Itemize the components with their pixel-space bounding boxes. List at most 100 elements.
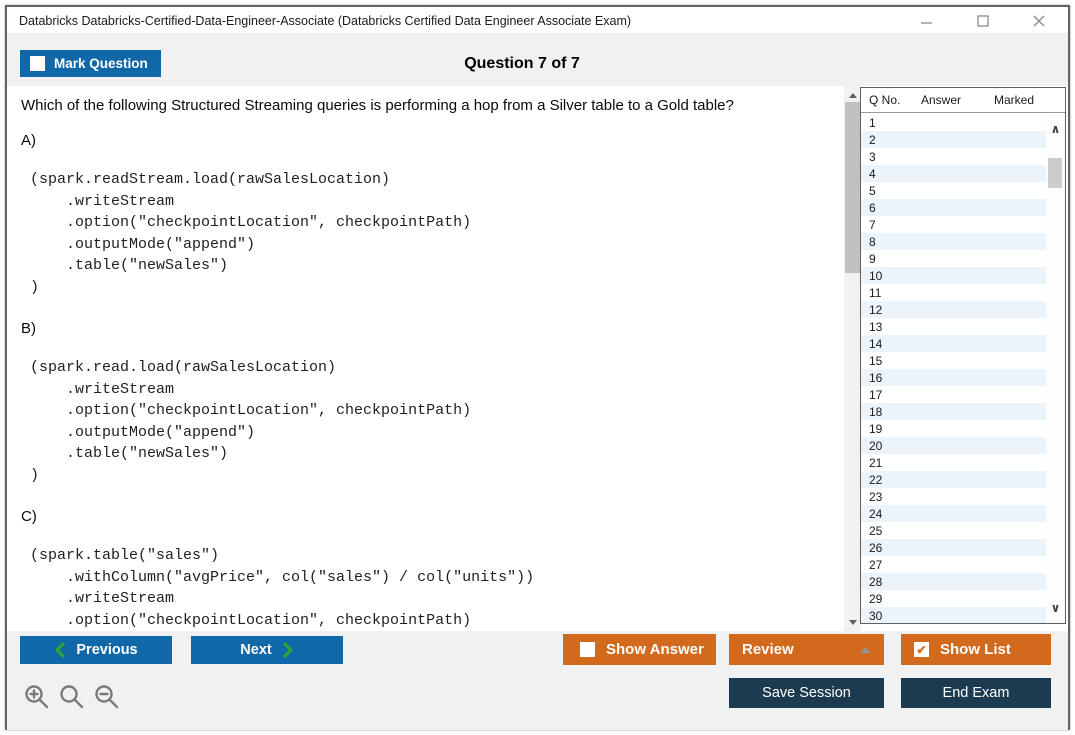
show-list-checkbox-icon [914,642,929,657]
review-dropdown-button[interactable]: Review [729,634,884,665]
end-exam-label: End Exam [942,685,1010,701]
show-list-label: Show List [940,641,1011,658]
question-list-row[interactable]: 24 [861,505,1047,522]
zoom-out-icon[interactable] [93,683,121,711]
row-q-cell: 9 [869,251,876,266]
question-list-row[interactable]: 15 [861,352,1047,369]
content-scrollbar-thumb[interactable] [845,102,860,273]
row-q-cell: 7 [869,217,876,232]
show-answer-button[interactable]: Show Answer [563,634,716,665]
row-q-cell: 3 [869,149,876,164]
question-list-row[interactable]: 10 [861,267,1047,284]
row-q-cell: 11 [869,285,882,300]
row-q-cell: 1 [869,115,876,130]
column-header-qno: Q No. [869,93,901,107]
show-answer-label: Show Answer [606,641,704,658]
question-list-row[interactable]: 16 [861,369,1047,386]
chevron-right-icon [283,642,293,658]
minimize-icon[interactable] [916,10,938,32]
row-q-cell: 10 [869,268,883,283]
row-q-cell: 18 [869,404,883,419]
row-q-cell: 17 [869,387,883,402]
next-label: Next [240,642,272,658]
row-q-cell: 30 [869,608,883,623]
list-scrollbar-thumb[interactable] [1048,158,1062,188]
question-list-row[interactable]: 18 [861,403,1047,420]
question-list-row[interactable]: 23 [861,488,1047,505]
row-q-cell: 13 [869,319,883,334]
save-session-label: Save Session [762,685,851,701]
question-list-row[interactable]: 5 [861,182,1047,199]
option-label-c: C) [21,508,37,525]
row-q-cell: 22 [869,472,883,487]
question-list-row[interactable]: 9 [861,250,1047,267]
zoom-toolbar [23,683,121,711]
question-list-row[interactable]: 26 [861,539,1047,556]
question-list-row[interactable]: 30 [861,607,1047,623]
show-answer-checkbox-icon [580,642,595,657]
option-code-a: (spark.readStream.load(rawSalesLocation)… [30,171,472,296]
question-list-row[interactable]: 25 [861,522,1047,539]
question-list-row[interactable]: 13 [861,318,1047,335]
row-q-cell: 27 [869,557,883,572]
close-icon[interactable] [1028,10,1050,32]
row-q-cell: 2 [869,132,876,147]
window-controls [916,7,1058,34]
question-list-row[interactable]: 22 [861,471,1047,488]
list-scroll-down-icon[interactable]: ∨ [1050,601,1061,615]
scroll-down-icon[interactable] [844,615,861,629]
question-list-row[interactable]: 20 [861,437,1047,454]
scroll-up-icon[interactable] [844,88,861,102]
question-list-row[interactable]: 29 [861,590,1047,607]
question-list-row[interactable]: 4 [861,165,1047,182]
mark-question-label: Mark Question [54,56,148,71]
row-q-cell: 19 [869,421,883,436]
option-label-a: A) [21,132,36,149]
row-q-cell: 15 [869,353,883,368]
maximize-icon[interactable] [972,10,994,32]
row-q-cell: 21 [869,455,883,470]
row-q-cell: 23 [869,489,883,504]
question-list-row[interactable]: 21 [861,454,1047,471]
next-button[interactable]: Next [191,636,343,664]
question-list-row[interactable]: 2 [861,131,1047,148]
row-q-cell: 6 [869,200,876,215]
question-list-row[interactable]: 11 [861,284,1047,301]
question-list-header: Q No. Answer Marked [861,88,1065,113]
column-header-answer: Answer [921,93,962,107]
show-list-button[interactable]: Show List [901,634,1051,665]
question-text: Which of the following Structured Stream… [21,97,734,114]
column-header-marked: Marked [994,93,1035,107]
question-list-row[interactable]: 8 [861,233,1047,250]
question-list-row[interactable]: 12 [861,301,1047,318]
mark-question-button[interactable]: Mark Question [20,50,161,77]
review-label: Review [742,641,794,658]
zoom-in-icon[interactable] [23,683,51,711]
question-list-row[interactable]: 27 [861,556,1047,573]
question-list-row[interactable]: 19 [861,420,1047,437]
save-session-button[interactable]: Save Session [729,678,884,708]
row-q-cell: 26 [869,540,883,555]
footer-bar: Previous Next Show Answer Review Show Li… [7,631,1068,730]
question-list-row[interactable]: 7 [861,216,1047,233]
question-list-row[interactable]: 6 [861,199,1047,216]
list-scroll-up-icon[interactable]: ∧ [1050,122,1061,136]
row-q-cell: 16 [869,370,883,385]
question-list-row[interactable]: 1 [861,114,1047,131]
row-q-cell: 29 [869,591,883,606]
question-list-row[interactable]: 14 [861,335,1047,352]
question-list-row[interactable]: 3 [861,148,1047,165]
content-scrollbar[interactable] [844,86,861,631]
title-bar: Databricks Databricks-Certified-Data-Eng… [7,7,1068,34]
question-list-row[interactable]: 17 [861,386,1047,403]
row-q-cell: 12 [869,302,883,317]
option-code-b: (spark.read.load(rawSalesLocation) .writ… [30,359,472,484]
zoom-reset-icon[interactable] [58,683,86,711]
end-exam-button[interactable]: End Exam [901,678,1051,708]
previous-button[interactable]: Previous [20,636,172,664]
question-list-scrollbar[interactable]: ∧ ∨ [1046,114,1065,623]
mark-question-checkbox-icon [30,56,45,71]
question-list-row[interactable]: 28 [861,573,1047,590]
